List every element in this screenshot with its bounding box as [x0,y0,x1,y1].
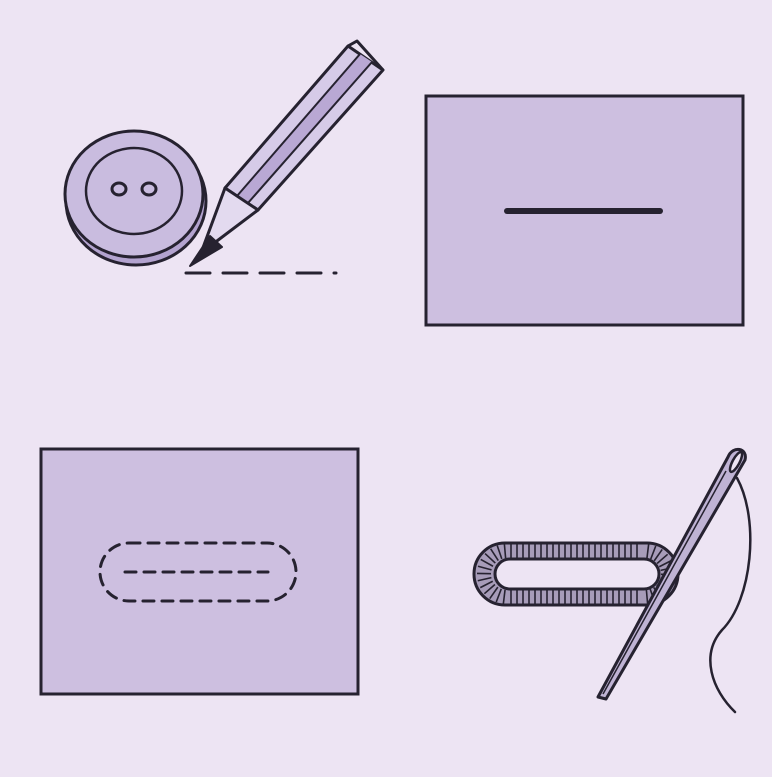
cut-slit-step [426,96,743,325]
baste-outline-step [41,449,358,694]
fabric-swatch [41,449,358,694]
button-icon [65,131,206,265]
